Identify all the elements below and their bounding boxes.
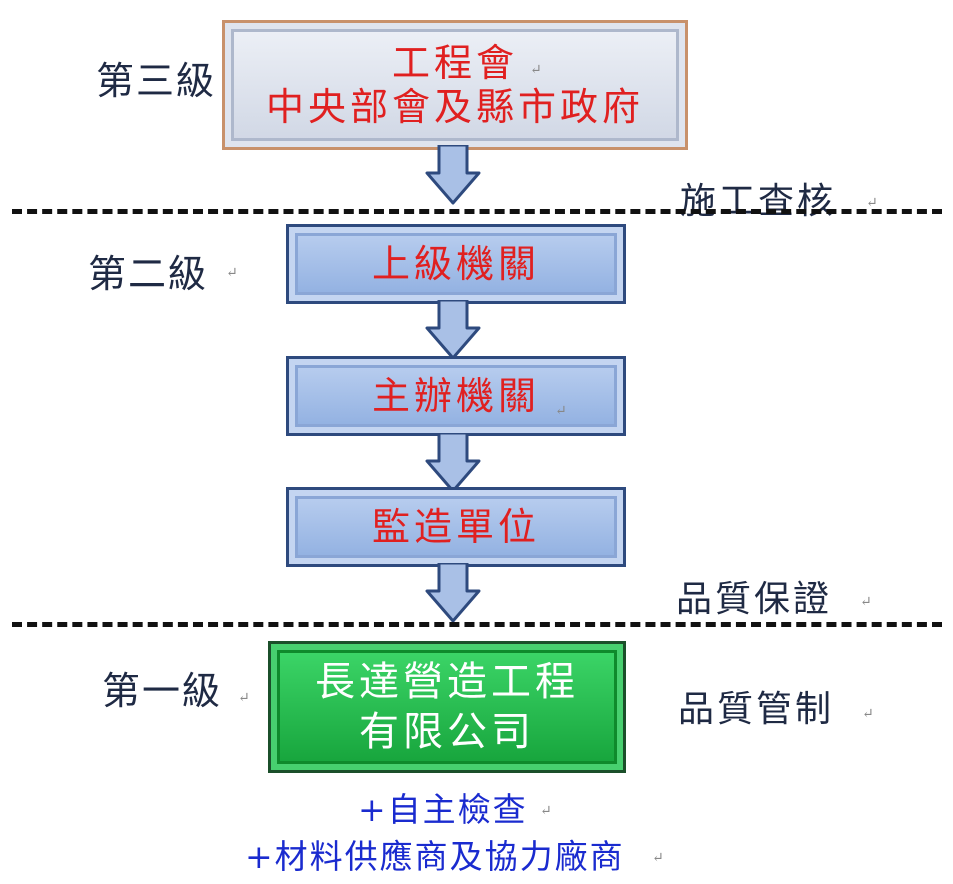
level-divider-line — [12, 209, 942, 214]
down-arrow-icon — [425, 563, 481, 623]
quality-assurance-label: 品質保證 — [676, 579, 833, 620]
upper-agency-box: 上級機關 — [286, 224, 626, 304]
quality-control-label: 品質管制 — [678, 689, 835, 730]
paragraph-mark: ↵ — [540, 803, 552, 819]
paragraph-mark: ↵ — [530, 62, 542, 78]
central-agency-line-1: 工程會 — [391, 41, 518, 85]
paragraph-mark: ↵ — [238, 690, 250, 706]
host-agency-label: 主辦機關 — [371, 374, 540, 418]
down-arrow-icon — [425, 300, 481, 360]
supervision-unit-label: 監造單位 — [371, 505, 540, 549]
contractor-box: 長達營造工程 有限公司 — [268, 641, 626, 773]
paragraph-mark: ↵ — [226, 265, 238, 281]
paragraph-mark: ↵ — [652, 850, 664, 866]
supervision-unit-box: 監造單位 — [286, 487, 626, 567]
paragraph-mark: ↵ — [866, 195, 878, 211]
central-agency-box: 工程會 中央部會及縣市政府 — [222, 20, 688, 150]
upper-agency-label: 上級機關 — [371, 242, 540, 286]
down-arrow-icon — [425, 433, 481, 493]
level-3-label: 第三級 — [96, 59, 217, 103]
self-inspection-note: +自主檢查 — [358, 790, 528, 829]
down-arrow-icon — [425, 145, 481, 205]
paragraph-mark: ↵ — [862, 706, 874, 722]
paragraph-mark: ↵ — [555, 403, 567, 419]
construction-inspection-label: 施工查核 — [680, 181, 837, 222]
contractor-name-line-1: 長達營造工程 — [315, 659, 579, 705]
central-agency-line-2: 中央部會及縣市政府 — [265, 85, 644, 129]
host-agency-box: 主辦機關 — [286, 356, 626, 436]
level-2-label: 第二級 — [88, 252, 209, 296]
level-divider-line — [12, 622, 942, 627]
paragraph-mark: ↵ — [860, 594, 872, 610]
level-1-label: 第一級 — [102, 669, 223, 713]
suppliers-note: +材料供應商及協力廠商 — [245, 837, 625, 876]
contractor-name-line-2: 有限公司 — [359, 709, 535, 755]
